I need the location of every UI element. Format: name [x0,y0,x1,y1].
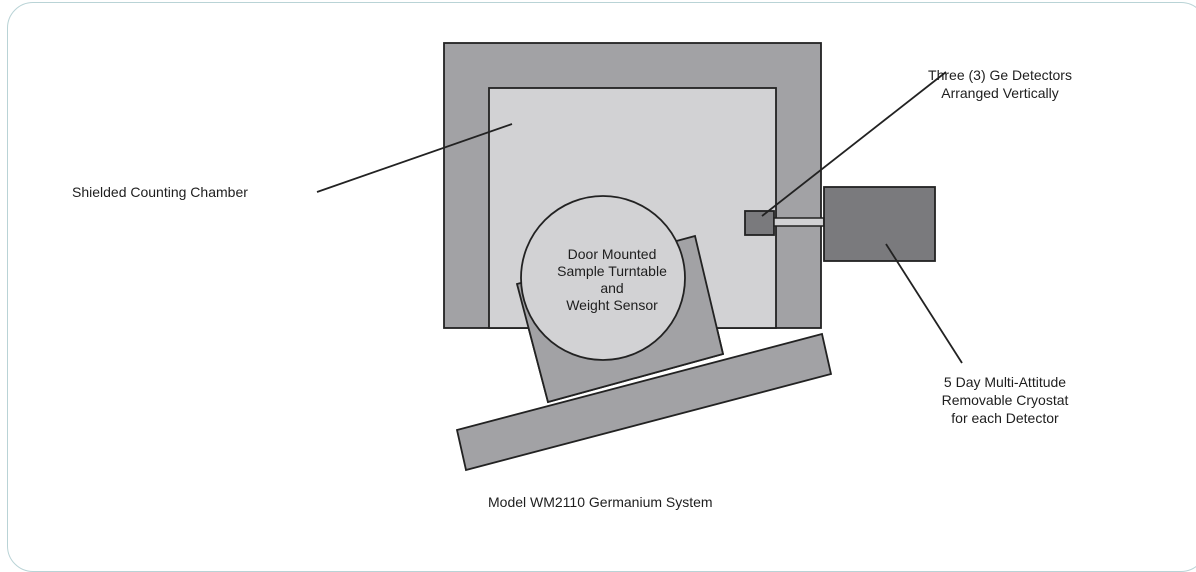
label-turntable-line-4: Weight Sensor [566,297,658,313]
diagram-caption: Model WM2110 Germanium System [488,494,713,510]
label-turntable-line-2: Sample Turntable [557,263,667,279]
label-ge-detectors-line-1: Three (3) Ge Detectors [928,67,1072,83]
sample-turntable [520,195,686,361]
detector-stem [773,217,825,227]
cryostat-body [823,186,936,262]
label-cryostat-line-2: Removable Cryostat [941,392,1069,408]
label-cryostat: 5 Day Multi-Attitude Removable Cryostat … [905,373,1105,427]
leader-line-chamber [316,123,513,193]
label-turntable-line-3: and [600,280,624,296]
label-turntable-line-1: Door Mounted [567,246,657,262]
leader-line-cryostat [885,243,963,364]
label-shielded-counting-chamber: Shielded Counting Chamber [72,184,248,200]
leader-line-detectors [761,71,947,217]
label-ge-detectors: Three (3) Ge Detectors Arranged Vertical… [900,66,1100,102]
ge-detector-head [744,210,775,236]
label-turntable: Door Mounted Sample Turntable and Weight… [521,246,703,314]
door-plate [455,332,833,472]
label-ge-detectors-line-2: Arranged Vertically [941,85,1059,101]
label-cryostat-line-3: for each Detector [951,410,1059,426]
germanium-system-diagram [316,42,963,472]
label-cryostat-line-1: 5 Day Multi-Attitude [943,374,1067,390]
